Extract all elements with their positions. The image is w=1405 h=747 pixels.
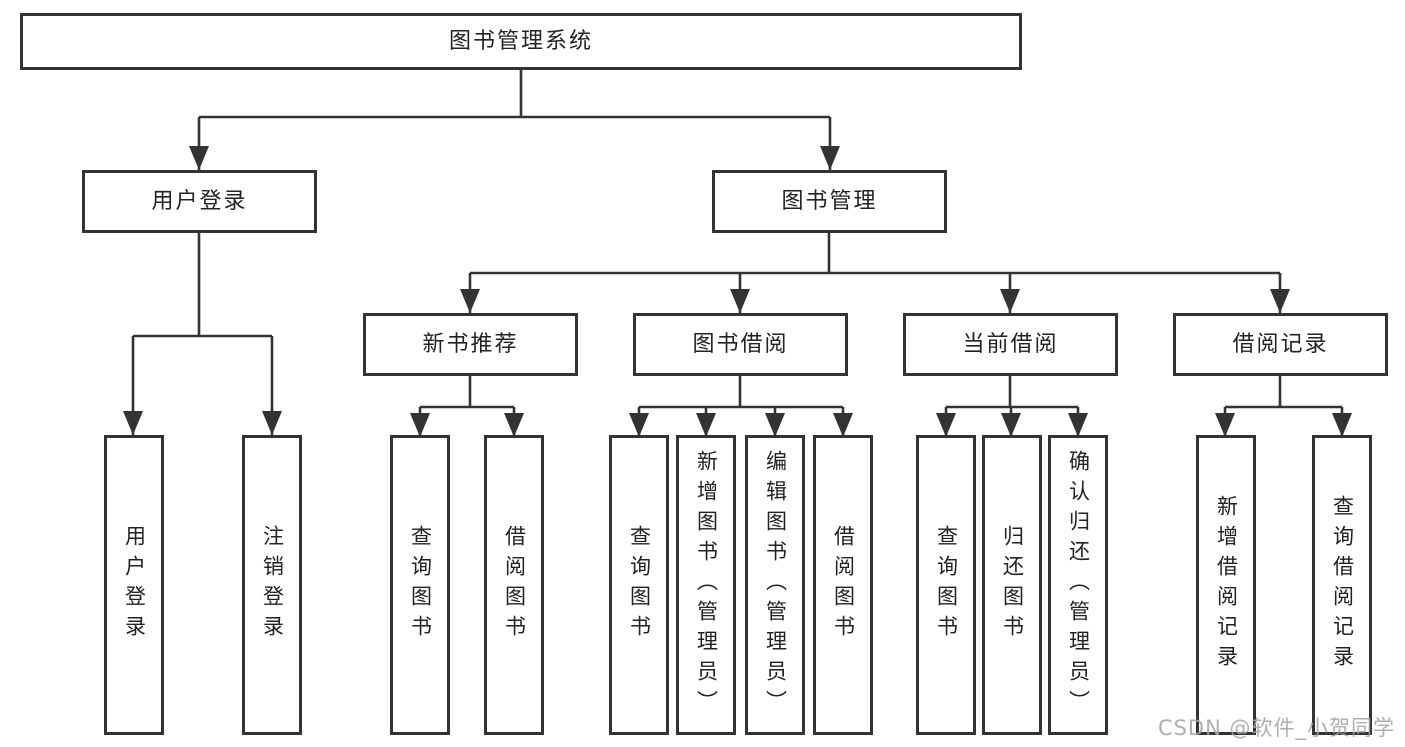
connector-book-management-children — [460, 233, 1290, 313]
node-book-borrow-label: 图书借阅 — [692, 331, 789, 357]
leaf-borrow-query-books: 查询图书 — [609, 435, 669, 735]
leaf-records-add-record-label: 新增借阅记录 — [1214, 495, 1239, 675]
leaf-logout-label: 注销登录 — [260, 525, 285, 645]
leaf-borrow-add-books-admin-label: 新增图书（管理员） — [694, 450, 719, 720]
node-book-borrow: 图书借阅 — [633, 313, 848, 376]
leaf-current-return-books: 归还图书 — [982, 435, 1042, 735]
leaf-borrow-edit-books-admin-label: 编辑图书（管理员） — [763, 450, 788, 720]
leaf-current-return-books-label: 归还图书 — [1000, 525, 1025, 645]
watermark: CSDN @软件_小贺同学 — [1157, 716, 1395, 740]
node-new-book-recommend-label: 新书推荐 — [422, 331, 519, 357]
leaf-borrow-query-books-label: 查询图书 — [627, 525, 652, 645]
leaf-records-add-record: 新增借阅记录 — [1196, 435, 1256, 735]
node-user-login-label: 用户登录 — [151, 188, 248, 214]
leaf-current-query-books-label: 查询图书 — [934, 525, 959, 645]
node-borrow-records-label: 借阅记录 — [1232, 331, 1329, 357]
leaf-current-confirm-return-admin: 确认归还（管理员） — [1048, 435, 1108, 735]
leaf-newrec-query-books-label: 查询图书 — [408, 525, 433, 645]
node-new-book-recommend: 新书推荐 — [363, 313, 578, 376]
node-book-management: 图书管理 — [712, 170, 947, 233]
connector-book-borrow-children — [629, 376, 853, 437]
leaf-records-query-record: 查询借阅记录 — [1312, 435, 1372, 735]
node-root: 图书管理系统 — [20, 13, 1022, 70]
connector-current-borrow-children — [936, 376, 1088, 437]
leaf-user-login-label: 用户登录 — [122, 525, 147, 645]
node-current-borrow: 当前借阅 — [903, 313, 1118, 376]
node-root-label: 图书管理系统 — [448, 28, 593, 54]
leaf-newrec-query-books: 查询图书 — [390, 435, 450, 735]
leaf-borrow-borrow-books: 借阅图书 — [813, 435, 873, 735]
leaf-borrow-add-books-admin: 新增图书（管理员） — [676, 435, 736, 735]
leaf-borrow-borrow-books-label: 借阅图书 — [831, 525, 856, 645]
connector-borrow-records-children — [1215, 376, 1352, 437]
leaf-user-login: 用户登录 — [104, 435, 164, 735]
connector-new-book-children — [410, 376, 524, 437]
leaf-current-query-books: 查询图书 — [916, 435, 976, 735]
connector-root-to-level2 — [189, 70, 840, 170]
connector-user-login-children — [123, 233, 282, 435]
leaf-logout: 注销登录 — [242, 435, 302, 735]
node-user-login: 用户登录 — [82, 170, 317, 233]
node-current-borrow-label: 当前借阅 — [962, 331, 1059, 357]
leaf-newrec-borrow-books: 借阅图书 — [484, 435, 544, 735]
leaf-borrow-edit-books-admin: 编辑图书（管理员） — [745, 435, 805, 735]
leaf-current-confirm-return-admin-label: 确认归还（管理员） — [1066, 450, 1091, 720]
leaf-records-query-record-label: 查询借阅记录 — [1330, 495, 1355, 675]
node-borrow-records: 借阅记录 — [1173, 313, 1388, 376]
node-book-management-label: 图书管理 — [781, 188, 878, 214]
leaf-newrec-borrow-books-label: 借阅图书 — [502, 525, 527, 645]
